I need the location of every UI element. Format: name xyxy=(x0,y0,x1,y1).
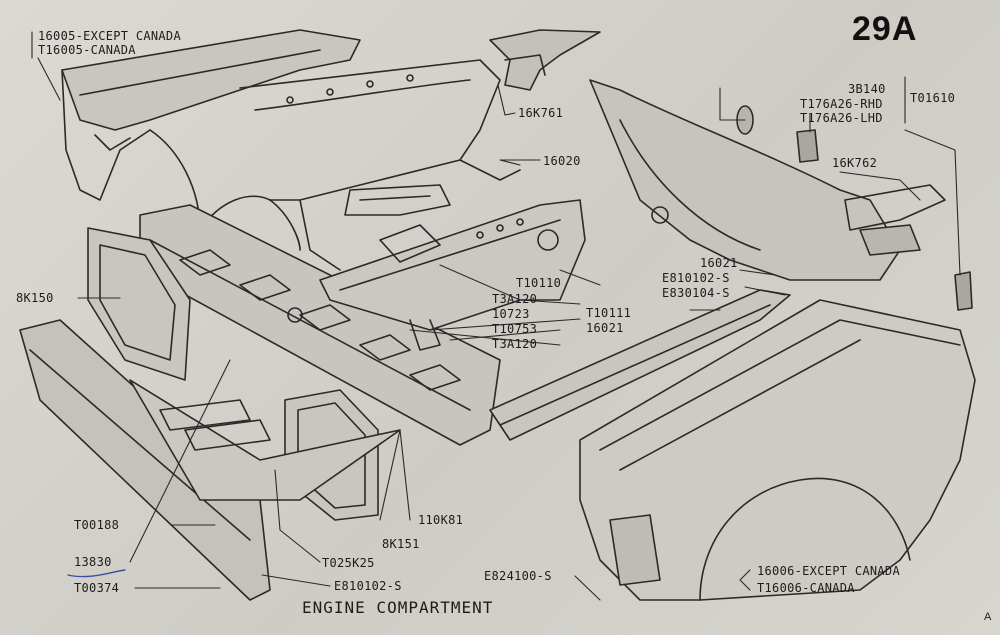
callout-10723: 10723 xyxy=(492,307,530,321)
callout-t176a26-rhd: T176A26-RHD xyxy=(800,97,883,111)
dash-panel-16020 xyxy=(344,184,451,216)
left-front-apron xyxy=(61,29,521,271)
callout-16021-upper: 16021 xyxy=(700,256,738,270)
callout-16k761: 16K761 xyxy=(518,106,564,120)
right-wheelhouse xyxy=(589,79,946,281)
callout-t01610: T01610 xyxy=(910,91,956,105)
callout-t00188: T00188 xyxy=(74,518,120,532)
callout-rh-fender-canada: T16006-CANADA xyxy=(757,581,855,595)
callout-rh-fender-except-canada: 16006-EXCEPT CANADA xyxy=(757,564,900,578)
callout-8k150: 8K150 xyxy=(16,291,54,305)
callout-t176a26-lhd: T176A26-LHD xyxy=(800,111,883,125)
callout-16021-lower: 16021 xyxy=(586,321,624,335)
callout-110k81: 110K81 xyxy=(418,513,464,527)
lower-valance xyxy=(19,319,401,601)
callout-16020: 16020 xyxy=(543,154,581,168)
right-front-fender xyxy=(579,299,976,601)
callout-t10110: T10110 xyxy=(516,276,562,290)
bracket-16k761-shape xyxy=(489,29,601,91)
callout-3b140: 3B140 xyxy=(848,82,886,96)
plate-number: 29A xyxy=(852,10,918,48)
callout-t00374: T00374 xyxy=(74,581,120,595)
callout-13830: 13830 xyxy=(74,555,112,569)
callout-lh-apron-canada: T16005-CANADA xyxy=(38,43,136,57)
callout-t10753: T10753 xyxy=(492,322,538,336)
callout-e810102-s-lower: E810102-S xyxy=(334,579,402,593)
callout-16k762: 16K762 xyxy=(832,156,878,170)
callout-8k151: 8K151 xyxy=(382,537,420,551)
callout-e824100-s: E824100-S xyxy=(484,569,552,583)
corner-mark: A xyxy=(984,611,992,623)
callout-lh-apron-except-canada: 16005-EXCEPT CANADA xyxy=(38,29,181,43)
callout-e810102-s-upper: E810102-S xyxy=(662,271,730,285)
front-side-rail xyxy=(319,199,586,351)
callout-leaders xyxy=(31,31,961,601)
diagram-caption: ENGINE COMPARTMENT xyxy=(302,598,494,617)
callout-t025k25: T025K25 xyxy=(322,556,375,570)
callout-t3a120-upper: T3A120 xyxy=(492,292,538,306)
callout-t10111: T10111 xyxy=(586,306,632,320)
hinge-parts xyxy=(736,105,973,311)
callout-t3a120-lower: T3A120 xyxy=(492,337,538,351)
callout-e830104-s: E830104-S xyxy=(662,286,730,300)
underline-13830 xyxy=(67,569,126,578)
